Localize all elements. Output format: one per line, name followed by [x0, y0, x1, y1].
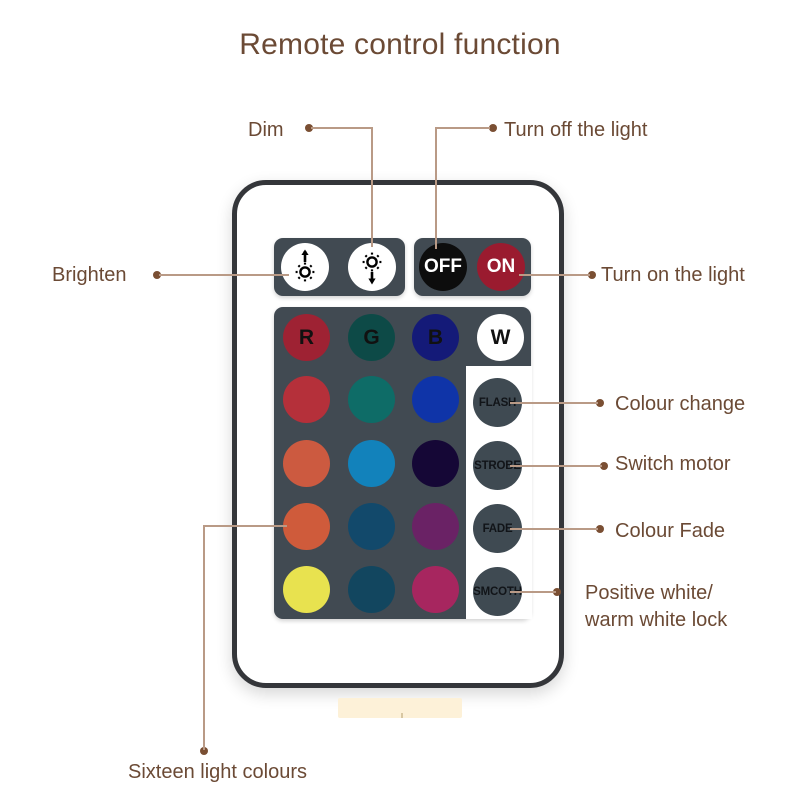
page-title: Remote control function — [239, 28, 561, 61]
colour-button-b-label: B — [427, 325, 444, 349]
colour-swatch[interactable] — [348, 566, 395, 613]
colour-button-g-label: G — [363, 325, 380, 349]
callout-colour-fade: Colour Fade — [615, 520, 726, 542]
callout-colour-change-dot — [596, 399, 604, 407]
callout-colour-change-lead — [510, 402, 598, 404]
colour-swatch[interactable] — [283, 440, 330, 487]
callout-switch-motor-dot — [600, 462, 608, 470]
callout-turn-off-lead-v — [435, 127, 437, 249]
colour-swatch[interactable] — [283, 376, 330, 423]
fade-button-label: FADE — [482, 522, 513, 535]
colour-swatch[interactable] — [348, 440, 395, 487]
on-button[interactable]: ON — [477, 243, 525, 291]
callout-brighten: Brighten — [52, 264, 127, 286]
sun-up-icon — [285, 247, 325, 287]
colour-button-w[interactable]: W — [477, 314, 524, 361]
remote-glow-strip — [338, 698, 462, 718]
smooth-button-label: SMCOTH — [473, 585, 522, 598]
dim-button[interactable] — [348, 243, 396, 291]
callout-sixteen-colours: Sixteen light colours — [128, 761, 307, 783]
on-button-label: ON — [486, 256, 516, 277]
callout-white-lock: Positive white/ warm white lock — [585, 580, 775, 634]
callout-turn-off: Turn off the light — [504, 119, 648, 141]
colour-swatch[interactable] — [412, 440, 459, 487]
callout-turn-off-lead-h — [435, 127, 490, 129]
callout-white-lock-lead — [510, 591, 556, 593]
colour-swatch[interactable] — [283, 566, 330, 613]
callout-turn-on: Turn on the light — [601, 264, 745, 286]
callout-dim: Dim — [248, 119, 284, 141]
remote-glow-tick — [401, 713, 403, 718]
callout-sixteen-colours-lead-h — [203, 525, 287, 527]
colour-button-r[interactable]: R — [283, 314, 330, 361]
callout-white-lock-line1: Positive white/ — [585, 582, 713, 604]
colour-button-w-label: W — [490, 325, 511, 349]
callout-brighten-lead — [159, 274, 289, 276]
callout-sixteen-colours-dot — [200, 747, 208, 755]
colour-swatch[interactable] — [412, 503, 459, 550]
colour-swatch[interactable] — [283, 503, 330, 550]
callout-colour-fade-dot — [596, 525, 604, 533]
callout-turn-off-dot — [489, 124, 497, 132]
callout-sixteen-colours-lead-v — [203, 525, 205, 750]
callout-turn-on-lead — [519, 274, 590, 276]
colour-button-b[interactable]: B — [412, 314, 459, 361]
callout-dim-lead-h — [311, 127, 372, 129]
brighten-button[interactable] — [281, 243, 329, 291]
callout-dim-lead-v — [371, 127, 373, 247]
callout-turn-on-dot — [588, 271, 596, 279]
callout-white-lock-line2: warm white lock — [585, 609, 728, 631]
callout-switch-motor: Switch motor — [615, 453, 731, 475]
callout-colour-fade-lead — [510, 528, 598, 530]
callout-switch-motor-lead — [510, 465, 602, 467]
colour-button-r-label: R — [298, 325, 315, 349]
colour-swatch[interactable] — [348, 376, 395, 423]
colour-swatch[interactable] — [348, 503, 395, 550]
callout-dim-dot — [305, 124, 313, 132]
colour-button-g[interactable]: G — [348, 314, 395, 361]
callout-colour-change: Colour change — [615, 393, 746, 415]
colour-swatch[interactable] — [412, 376, 459, 423]
callout-brighten-dot — [153, 271, 161, 279]
strobe-button-label: STROBE — [474, 459, 521, 472]
sun-down-icon — [352, 247, 392, 287]
colour-swatch[interactable] — [412, 566, 459, 613]
off-button-label: OFF — [424, 256, 462, 277]
callout-white-lock-dot — [553, 588, 561, 596]
off-button[interactable]: OFF — [419, 243, 467, 291]
flash-button-label: FLASH — [478, 396, 517, 409]
